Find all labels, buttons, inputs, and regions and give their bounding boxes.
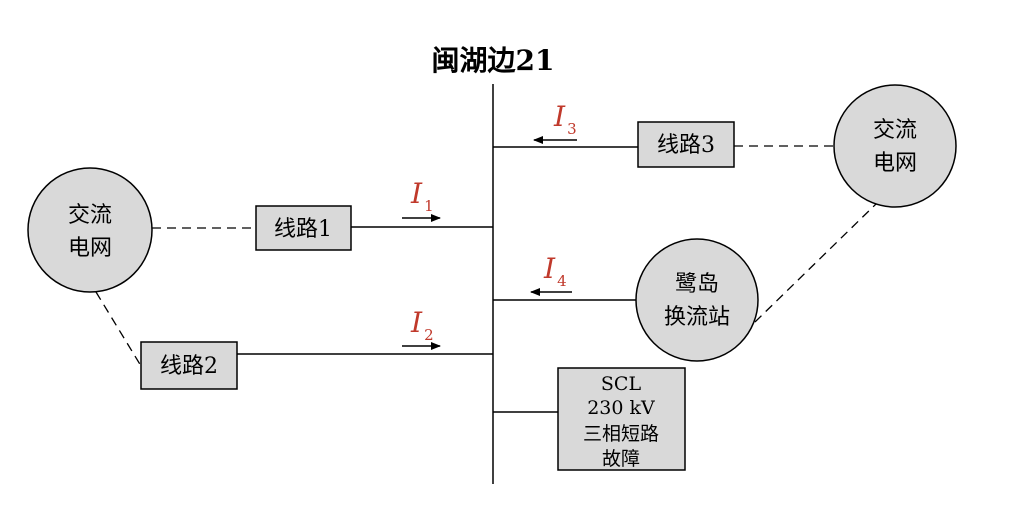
fault-box <box>557 367 686 471</box>
fault-line2: 230 kV <box>587 397 655 419</box>
current-i1-symbol: I <box>410 177 423 210</box>
current-i2-sub: 2 <box>424 326 434 344</box>
line3-box <box>637 121 735 168</box>
ac-grid-right: 交流 电网 <box>833 84 957 208</box>
current-i3-symbol: I <box>553 100 566 133</box>
line3-label: 线路3 <box>657 133 715 158</box>
ac-grid-right-line2: 电网 <box>873 151 917 176</box>
fault-line1: SCL <box>601 373 642 395</box>
line1-box <box>255 205 352 251</box>
fault-line3: 三相短路 <box>583 423 659 445</box>
line1-label: 线路1 <box>274 217 332 242</box>
bus-title: 闽湖边21 <box>432 44 555 77</box>
line2-box <box>140 341 238 390</box>
ac-grid-right-line1: 交流 <box>873 118 917 143</box>
line2-label: 线路2 <box>160 354 218 379</box>
line2-dashed-link <box>95 291 142 367</box>
converter-line2: 换流站 <box>664 305 730 330</box>
current-i4-symbol: I <box>543 252 556 285</box>
fault-line4: 故障 <box>602 448 640 470</box>
converter-dashed-link <box>754 203 877 323</box>
current-i4-sub: 4 <box>557 272 567 290</box>
ac-grid-left-line1: 交流 <box>68 203 112 228</box>
converter-station: 鹭岛 换流站 <box>635 238 759 362</box>
current-i1-sub: 1 <box>424 197 434 215</box>
ac-grid-left-line2: 电网 <box>68 236 112 261</box>
current-i3-sub: 3 <box>567 120 577 138</box>
converter-line1: 鹭岛 <box>675 272 719 297</box>
current-i2-symbol: I <box>410 306 423 339</box>
ac-grid-left: 交流 电网 <box>27 167 153 293</box>
